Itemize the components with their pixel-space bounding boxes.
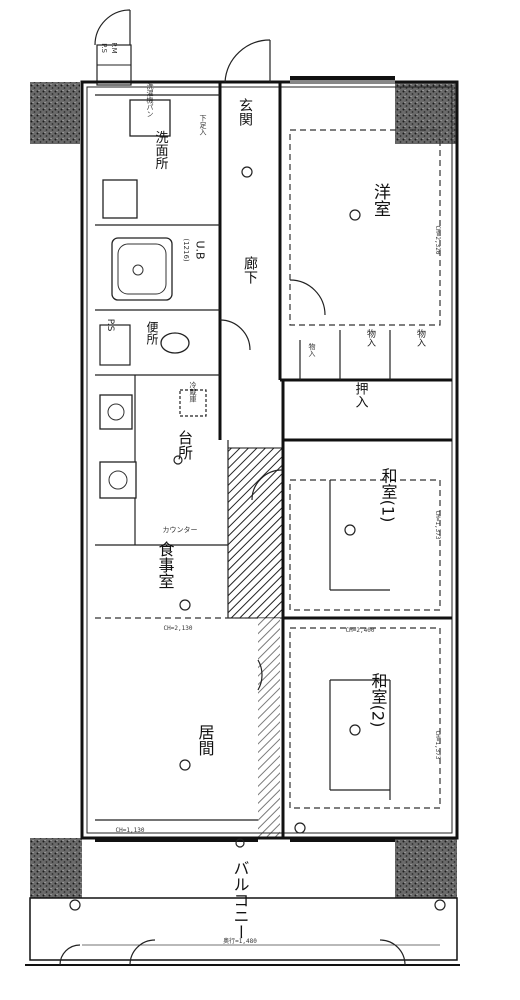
column-bottom-right: [395, 838, 457, 898]
toilet-label: 便所: [145, 321, 159, 345]
hatched-wall-lower: [258, 618, 280, 838]
daidokoro-label: 台所: [176, 430, 194, 460]
pm-label: P.M: [110, 42, 118, 53]
column-top-left: [30, 82, 80, 144]
counter-note: カウンター: [163, 525, 198, 534]
dim-washitsu: CH=2,400: [346, 627, 375, 634]
dim-washitsu-h1: CH=1,373: [434, 511, 441, 540]
monoire-small-label: 物入: [308, 342, 316, 357]
ps-label: P.S: [105, 319, 115, 332]
refrigerator-note: 冷蔵庫: [189, 381, 197, 404]
balcony-label: バルコニー: [231, 860, 250, 940]
column-top-right: [395, 82, 457, 144]
shokujishitsu-label: 食事室: [156, 541, 175, 589]
washitsu2-label: 和室(2): [369, 673, 388, 728]
dim-washitsu-h2: CH=1,373: [434, 731, 441, 760]
roka-label: 廊下: [242, 255, 258, 284]
ima-label: 居間: [196, 724, 215, 757]
washitsu1-label: 和室(1): [379, 468, 398, 523]
washing-machine-pan: [129, 99, 171, 137]
ub-label: U.B: [194, 240, 207, 259]
sink: [99, 461, 137, 499]
senmenjo-label: 洗面所: [153, 131, 169, 170]
shoes-label: 下足入: [199, 115, 207, 136]
toilet-fixture: [160, 332, 190, 354]
dim-balcony: 奥行=1,480: [223, 937, 257, 945]
ub-size-label: (1216): [182, 238, 190, 262]
stove: [99, 394, 133, 430]
balcony-area: [29, 897, 458, 961]
column-bottom-left: [30, 838, 82, 898]
yoshitsu-label: 洋室: [370, 183, 391, 217]
svg-text:玄関: 玄関: [237, 97, 253, 127]
bathtub: [111, 237, 173, 301]
dim-ima: CH=1,130: [116, 827, 145, 834]
oshiire-label: 押入: [353, 382, 369, 408]
dim-yoshitsu: CH=2,320: [434, 226, 441, 255]
monoire2-label: 物入: [415, 328, 426, 347]
monoire1-label: 物入: [365, 328, 376, 347]
washbasin: [102, 179, 138, 219]
psb-label: P.S: [100, 43, 108, 53]
dim-shoku: CH=2,130: [164, 625, 193, 632]
hatched-wall: [227, 447, 284, 619]
wash-machine-note: 洗濯機パン: [146, 82, 154, 118]
genkan-label: 玄関: [237, 97, 253, 127]
